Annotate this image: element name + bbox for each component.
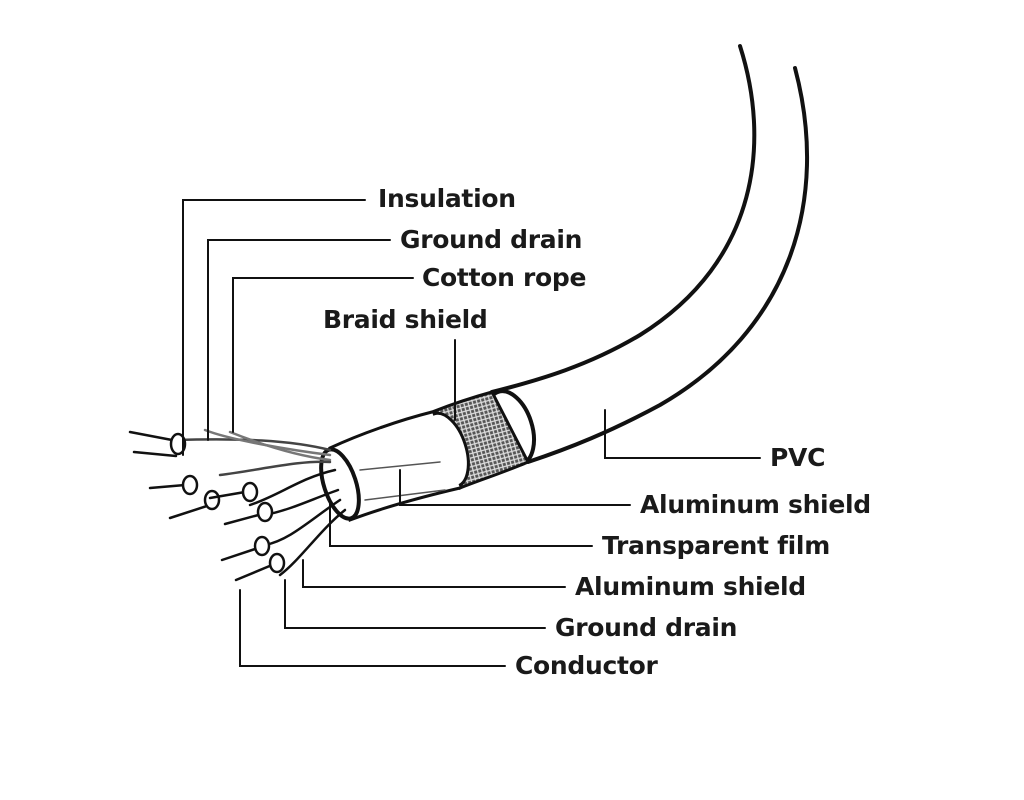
conductor-ends bbox=[128, 430, 286, 582]
label-ground-drain-top: Ground drain bbox=[400, 225, 583, 254]
label-ground-drain-bottom: Ground drain bbox=[555, 613, 738, 642]
label-conductor: Conductor bbox=[515, 651, 658, 680]
label-aluminum-shield-outer: Aluminum shield bbox=[640, 490, 871, 519]
conductors bbox=[173, 428, 347, 577]
label-braid-shield: Braid shield bbox=[323, 305, 488, 334]
label-cotton-rope: Cotton rope bbox=[422, 263, 587, 292]
pvc-jacket-bottom bbox=[526, 66, 810, 464]
label-transparent-film: Transparent film bbox=[602, 531, 830, 560]
leader-lines bbox=[182, 199, 761, 667]
label-insulation: Insulation bbox=[378, 184, 516, 213]
label-aluminum-shield-inner: Aluminum shield bbox=[575, 572, 806, 601]
label-pvc: PVC bbox=[770, 443, 826, 472]
pvc-jacket-top bbox=[490, 44, 757, 394]
